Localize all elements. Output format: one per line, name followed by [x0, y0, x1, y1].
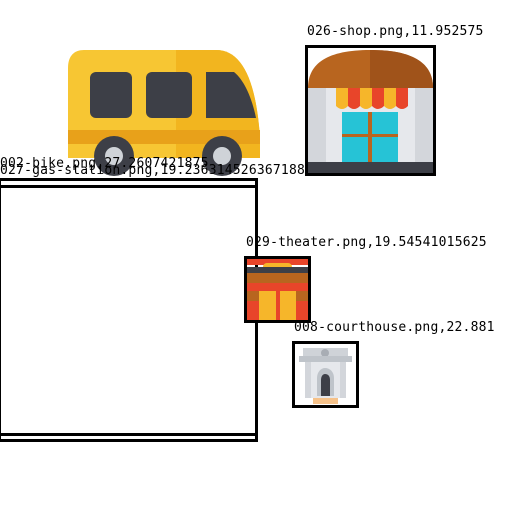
- gas-station-bounding-box[interactable]: [0, 185, 258, 436]
- shop-bounding-box[interactable]: [305, 45, 436, 176]
- courthouse-icon: [295, 344, 356, 405]
- theater-label: 029-theater.png,19.54541015625: [246, 235, 487, 250]
- shop-icon: [308, 48, 433, 173]
- theater-bounding-box[interactable]: [244, 256, 311, 323]
- bus-icon: [66, 48, 262, 176]
- bike-label: 002-bike.png,27.2607421875: [0, 156, 209, 171]
- courthouse-bounding-box[interactable]: [292, 341, 359, 408]
- gas-station-label: 027-gas-station.png,19.236314526367188: [0, 163, 306, 178]
- courthouse-label: 008-courthouse.png,22.881: [294, 320, 495, 335]
- shop-label: 026-shop.png,11.952575: [307, 24, 484, 39]
- theater-icon: [247, 259, 308, 320]
